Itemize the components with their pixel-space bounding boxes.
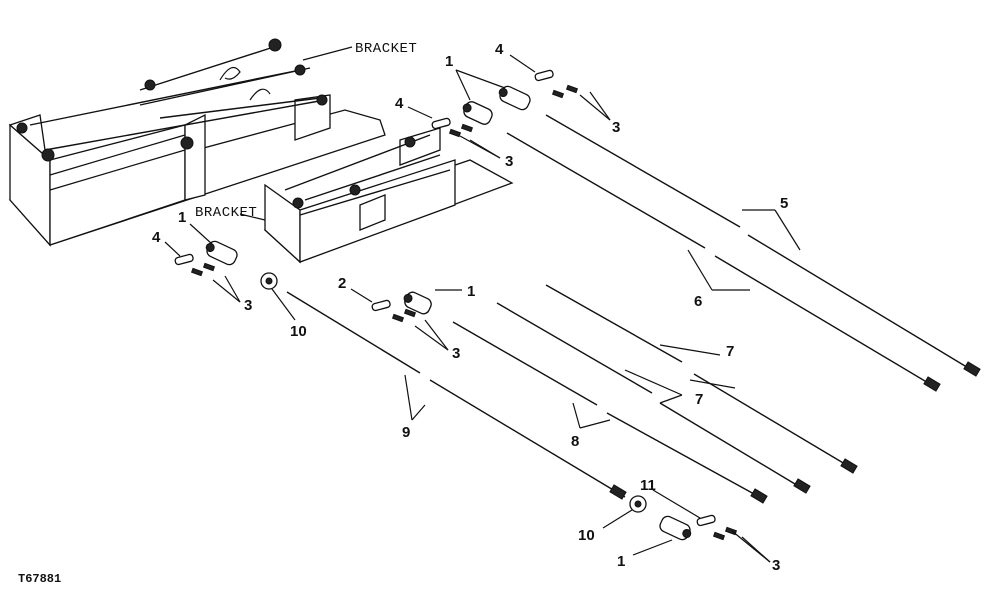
- callout-1: 1: [445, 53, 453, 70]
- callout-5: 5: [780, 195, 788, 212]
- rods-5-6: [506, 114, 981, 392]
- callout-1: 1: [617, 553, 625, 570]
- callout-8: 8: [571, 433, 579, 450]
- leader-lines: [164, 46, 801, 563]
- small-bracket: [263, 127, 514, 264]
- callout-7: 7: [695, 391, 703, 408]
- callout-10: 10: [290, 323, 307, 340]
- large-bracket: [8, 38, 386, 247]
- rods-7: [496, 284, 858, 494]
- callout-3: 3: [244, 297, 252, 314]
- callout-3: 3: [452, 345, 460, 362]
- callout-6: 6: [694, 293, 702, 310]
- rod-8: [452, 321, 768, 504]
- figure-id: T67881: [18, 572, 61, 586]
- callout-2: 2: [338, 275, 346, 292]
- callout-3: 3: [772, 557, 780, 574]
- callout-4: 4: [395, 95, 404, 112]
- callout-4: 4: [495, 41, 504, 58]
- labels: BRACKET BRACKET 1 1 1 1 2 3 3 3 3 3 4 4 …: [18, 41, 788, 586]
- callout-3: 3: [612, 119, 620, 136]
- bracket-label-upper: BRACKET: [355, 41, 417, 57]
- callout-1: 1: [178, 209, 186, 226]
- callout-1: 1: [467, 283, 475, 300]
- callout-4: 4: [152, 229, 161, 246]
- bracket-label-lower: BRACKET: [195, 205, 257, 221]
- callout-7: 7: [726, 343, 734, 360]
- rod-9: [286, 291, 627, 500]
- small-parts: [174, 69, 738, 541]
- callout-3: 3: [505, 153, 513, 170]
- callout-9: 9: [402, 424, 410, 441]
- callout-11: 11: [640, 477, 656, 494]
- callout-10: 10: [578, 527, 595, 544]
